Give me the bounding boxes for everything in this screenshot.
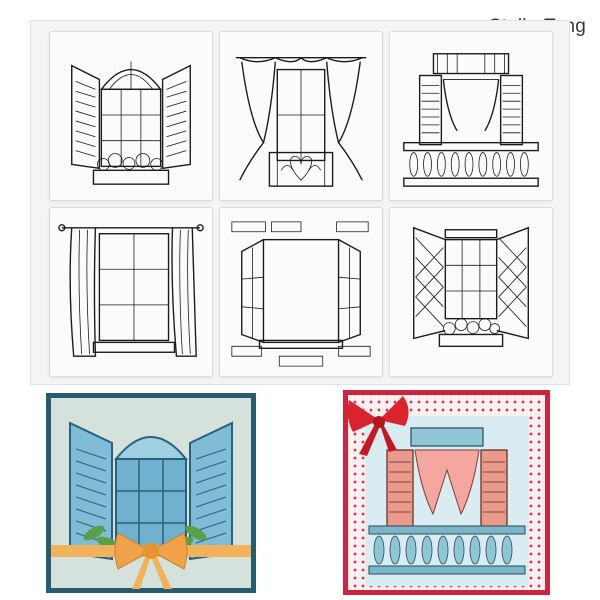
stamp-arched-window[interactable] bbox=[49, 31, 213, 201]
stamp-lattice-window[interactable] bbox=[389, 207, 553, 377]
draped-curtain-illustration bbox=[58, 224, 204, 357]
balustrade-window-illustration bbox=[403, 53, 539, 187]
lattice-window-illustration bbox=[413, 226, 529, 348]
stamp-draped-curtain-window[interactable] bbox=[49, 207, 213, 377]
stamp-sheet bbox=[30, 20, 570, 385]
stamp-curtain-window[interactable] bbox=[219, 31, 383, 201]
stamp-balustrade-window[interactable] bbox=[389, 31, 553, 201]
arched-window-illustration bbox=[71, 61, 191, 185]
sample-card-blue bbox=[46, 393, 256, 593]
pink-window-card-illustration bbox=[343, 390, 550, 595]
stamp-open-window[interactable] bbox=[219, 207, 383, 377]
curtain-window-illustration bbox=[235, 56, 367, 187]
sample-card-pink bbox=[343, 390, 550, 595]
blue-window-card-illustration bbox=[46, 393, 256, 593]
open-window-illustration bbox=[231, 221, 371, 367]
